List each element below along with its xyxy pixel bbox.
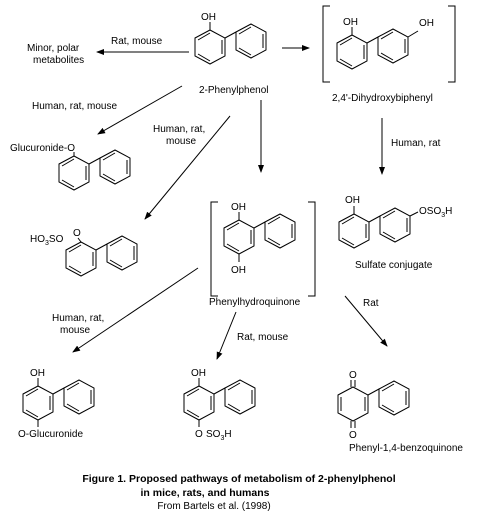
atom-o: O bbox=[195, 429, 203, 440]
arrow-to-phq-sulfate bbox=[216, 311, 237, 360]
atom-so3h-sub: 3 bbox=[220, 435, 224, 442]
atom-so3h-suffix: H bbox=[224, 429, 231, 440]
structure-sulfate-conjugate: OH OSO3H bbox=[338, 195, 452, 249]
structure-2-phenylphenyl-sulfate: HO3SO O bbox=[30, 228, 138, 277]
label-rat: Rat bbox=[363, 298, 379, 309]
atom-oh: OH bbox=[343, 17, 358, 28]
atom-oh: OH bbox=[30, 368, 45, 379]
atom-oh: OH bbox=[419, 18, 434, 29]
structure-2-phenylphenyl-glucuronide bbox=[58, 149, 131, 191]
atom-oso3h-sub: 3 bbox=[441, 212, 445, 219]
structure-dihydroxybiphenyl: OH OH bbox=[322, 5, 456, 83]
label-human-rat-mouse-3a: Human, rat, bbox=[52, 313, 104, 324]
label-rat-mouse-mid: Rat, mouse bbox=[237, 332, 289, 343]
atom-so3h-prefix: SO bbox=[206, 429, 221, 440]
svg-text:SO3H: SO3H bbox=[206, 429, 232, 442]
arrow-to-sulfate bbox=[144, 115, 231, 220]
atom-o: O bbox=[349, 370, 357, 381]
caption-source: From Bartels et al. (1998) bbox=[157, 501, 270, 512]
pathway-arrows bbox=[72, 45, 388, 360]
atom-ho3s-prefix: HO bbox=[30, 234, 45, 245]
atom-o: O bbox=[349, 430, 357, 441]
label-phenyl-benzoquinone: Phenyl-1,4-benzoquinone bbox=[349, 443, 463, 454]
atom-o: O bbox=[73, 228, 81, 239]
svg-text:HO3SO: HO3SO bbox=[30, 234, 64, 247]
caption-line-1: Figure 1. Proposed pathways of metabolis… bbox=[82, 473, 395, 485]
arrow-to-o-glucuronide bbox=[72, 267, 199, 353]
arrow-to-glucuronide bbox=[97, 85, 183, 135]
atom-oh: OH bbox=[345, 195, 360, 206]
structure-phenylhydroquinone: OH OH bbox=[210, 201, 316, 297]
label-human-rat-mouse-2a: Human, rat, bbox=[153, 124, 205, 135]
atom-oh: OH bbox=[191, 368, 206, 379]
atom-oh: OH bbox=[201, 12, 216, 23]
atom-oh: OH bbox=[231, 202, 246, 213]
structure-phenyl-benzoquinone: O O bbox=[337, 370, 410, 441]
label-o-glucuronide: O-Glucuronide bbox=[18, 429, 83, 440]
label-human-rat-mouse-1: Human, rat, mouse bbox=[32, 101, 117, 112]
label-minor-polar-1: Minor, polar bbox=[27, 43, 80, 54]
label-human-rat-mouse-2b: mouse bbox=[166, 136, 196, 147]
atom-ho3s-suffix: SO bbox=[49, 234, 64, 245]
caption-line-2: in mice, rats, and humans bbox=[141, 487, 270, 499]
label-rat-mouse-top: Rat, mouse bbox=[111, 36, 163, 47]
arrow-to-benzoquinone bbox=[344, 295, 388, 347]
structure-phenylhydroquinone-sulfate: OH O SO3H bbox=[183, 368, 256, 442]
atom-oso3h-prefix: OSO bbox=[419, 206, 441, 217]
structure-o-glucuronide: OH bbox=[22, 368, 95, 427]
svg-text:OSO3H: OSO3H bbox=[419, 206, 452, 219]
label-dihydroxybiphenyl: 2,4'-Dihydroxybiphenyl bbox=[332, 93, 433, 104]
label-sulfate-conjugate: Sulfate conjugate bbox=[355, 260, 433, 271]
label-2-phenylphenol: 2-Phenylphenol bbox=[199, 85, 269, 96]
label-minor-polar-2: metabolites bbox=[33, 55, 84, 66]
structure-2-phenylphenol: OH bbox=[194, 12, 267, 65]
label-human-rat: Human, rat bbox=[391, 138, 441, 149]
label-glucuronide-o: Glucuronide-O bbox=[10, 143, 75, 154]
atom-oso3h-suffix: H bbox=[445, 206, 452, 217]
label-human-rat-mouse-3b: mouse bbox=[60, 325, 90, 336]
atom-ho3s-sub: 3 bbox=[45, 240, 49, 247]
label-phenylhydroquinone: Phenylhydroquinone bbox=[209, 297, 301, 308]
atom-oh: OH bbox=[231, 265, 246, 276]
